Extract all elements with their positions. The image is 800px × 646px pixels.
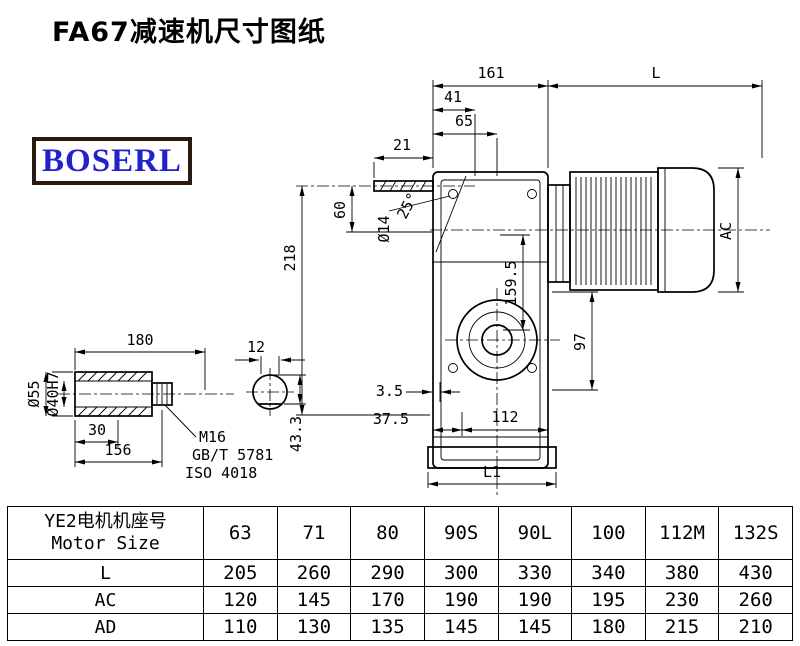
brand-logo-text: BOSERL	[42, 142, 182, 179]
dim-3-5: 3.5	[376, 382, 403, 400]
dim-21: 21	[393, 136, 411, 154]
shaft-detail-view: 180 Ø55 Ø40H7 30 156 M16 GB/T 5781 ISO 4…	[25, 331, 306, 482]
dim-43-3: 43.3	[287, 416, 305, 452]
table-cell: 195	[571, 586, 646, 614]
label-thread-m16: M16	[199, 428, 226, 446]
dim-AC: AC	[717, 222, 735, 240]
table-cell: 180	[571, 613, 646, 641]
dim-dia40h7: Ø40H7	[44, 371, 62, 416]
table-cell: 170	[350, 586, 425, 614]
input-shaft	[373, 180, 434, 192]
centerlines	[296, 185, 770, 497]
table-cell: 120	[203, 586, 278, 614]
row-label: L	[7, 559, 204, 587]
table-cell-size: 132S	[718, 506, 793, 560]
label-standard-gb: GB/T 5781	[192, 446, 273, 464]
table-cell-size: 80	[350, 506, 425, 560]
detail-dimension-lines	[43, 349, 205, 465]
dim-12: 12	[247, 338, 265, 356]
table-cell: 340	[571, 559, 646, 587]
dim-dia55: Ø55	[25, 380, 43, 407]
table-row-AD: AD 110 130 135 145 145 180 215 210	[7, 613, 793, 641]
table-cell: 145	[276, 586, 352, 614]
table-cell: 130	[276, 613, 352, 641]
table-cell: 210	[718, 613, 793, 641]
table-cell: 145	[497, 613, 573, 641]
dim-37-5: 37.5	[373, 410, 409, 428]
motor	[547, 167, 715, 293]
table-cell: 215	[644, 613, 720, 641]
gearbox-housing	[427, 171, 557, 469]
brand-logo-box: BOSERL	[32, 137, 192, 185]
page-title: FA67减速机尺寸图纸	[52, 17, 326, 48]
row-label: AC	[7, 586, 204, 614]
fan-cowl	[657, 167, 715, 293]
main-dimension-lines	[299, 83, 762, 487]
dim-161: 161	[477, 64, 504, 82]
table-header-row: YE2电机机座号 Motor Size 63 71 80 90S 90L 100…	[7, 506, 793, 560]
table-header-motor-size: YE2电机机座号 Motor Size	[7, 506, 204, 560]
table-cell: 290	[350, 559, 425, 587]
dim-L1: L1	[483, 463, 501, 481]
motor-size-label-en: Motor Size	[51, 533, 160, 554]
dim-156: 156	[104, 441, 131, 459]
table-cell-size: 63	[203, 506, 278, 560]
table-cell: 230	[644, 586, 720, 614]
hollow-shaft-section	[74, 371, 173, 417]
label-standard-iso: ISO 4018	[185, 464, 257, 482]
dim-dia14: Ø14	[375, 215, 393, 242]
motor-size-table: YE2电机机座号 Motor Size 63 71 80 90S 90L 100…	[7, 506, 793, 641]
main-view: 161 L 41 65 21 60 218 Ø14 25° AC 159.5 9…	[281, 64, 770, 497]
table-cell: 260	[718, 586, 793, 614]
table-cell: 190	[423, 586, 499, 614]
table-cell: 190	[497, 586, 573, 614]
dim-180: 180	[126, 331, 153, 349]
dim-218: 218	[281, 244, 299, 271]
motor-fins	[575, 177, 652, 285]
dim-112: 112	[491, 408, 518, 426]
table-cell: 205	[203, 559, 278, 587]
table-cell: 300	[423, 559, 499, 587]
table-cell-size: 90L	[497, 506, 573, 560]
dim-41: 41	[444, 88, 462, 106]
dim-L: L	[651, 64, 660, 82]
dimension-drawing: 161 L 41 65 21 60 218 Ø14 25° AC 159.5 9…	[25, 64, 770, 497]
dim-159-5: 159.5	[502, 260, 520, 305]
table-cell: 430	[718, 559, 793, 587]
dim-97: 97	[571, 333, 589, 351]
table-row-AC: AC 120 145 170 190 190 195 230 260	[7, 586, 793, 614]
dim-60: 60	[331, 201, 349, 219]
dim-30: 30	[88, 421, 106, 439]
table-cell: 110	[203, 613, 278, 641]
table-cell-size: 112M	[644, 506, 720, 560]
table-cell-size: 90S	[423, 506, 499, 560]
table-cell-size: 71	[276, 506, 352, 560]
table-cell: 145	[423, 613, 499, 641]
table-row-L: L 205 260 290 300 330 340 380 430	[7, 559, 793, 587]
motor-size-label-cn: YE2电机机座号	[44, 510, 167, 532]
main-extension-lines	[296, 80, 763, 488]
table-cell: 260	[276, 559, 352, 587]
row-label: AD	[7, 613, 204, 641]
dim-65: 65	[455, 112, 473, 130]
shaft-cross-section	[235, 356, 306, 416]
table-cell-size: 100	[571, 506, 646, 560]
table-cell: 380	[644, 559, 720, 587]
table-cell: 135	[350, 613, 425, 641]
dim-angle-25: 25°	[393, 189, 422, 221]
table-cell: 330	[497, 559, 573, 587]
